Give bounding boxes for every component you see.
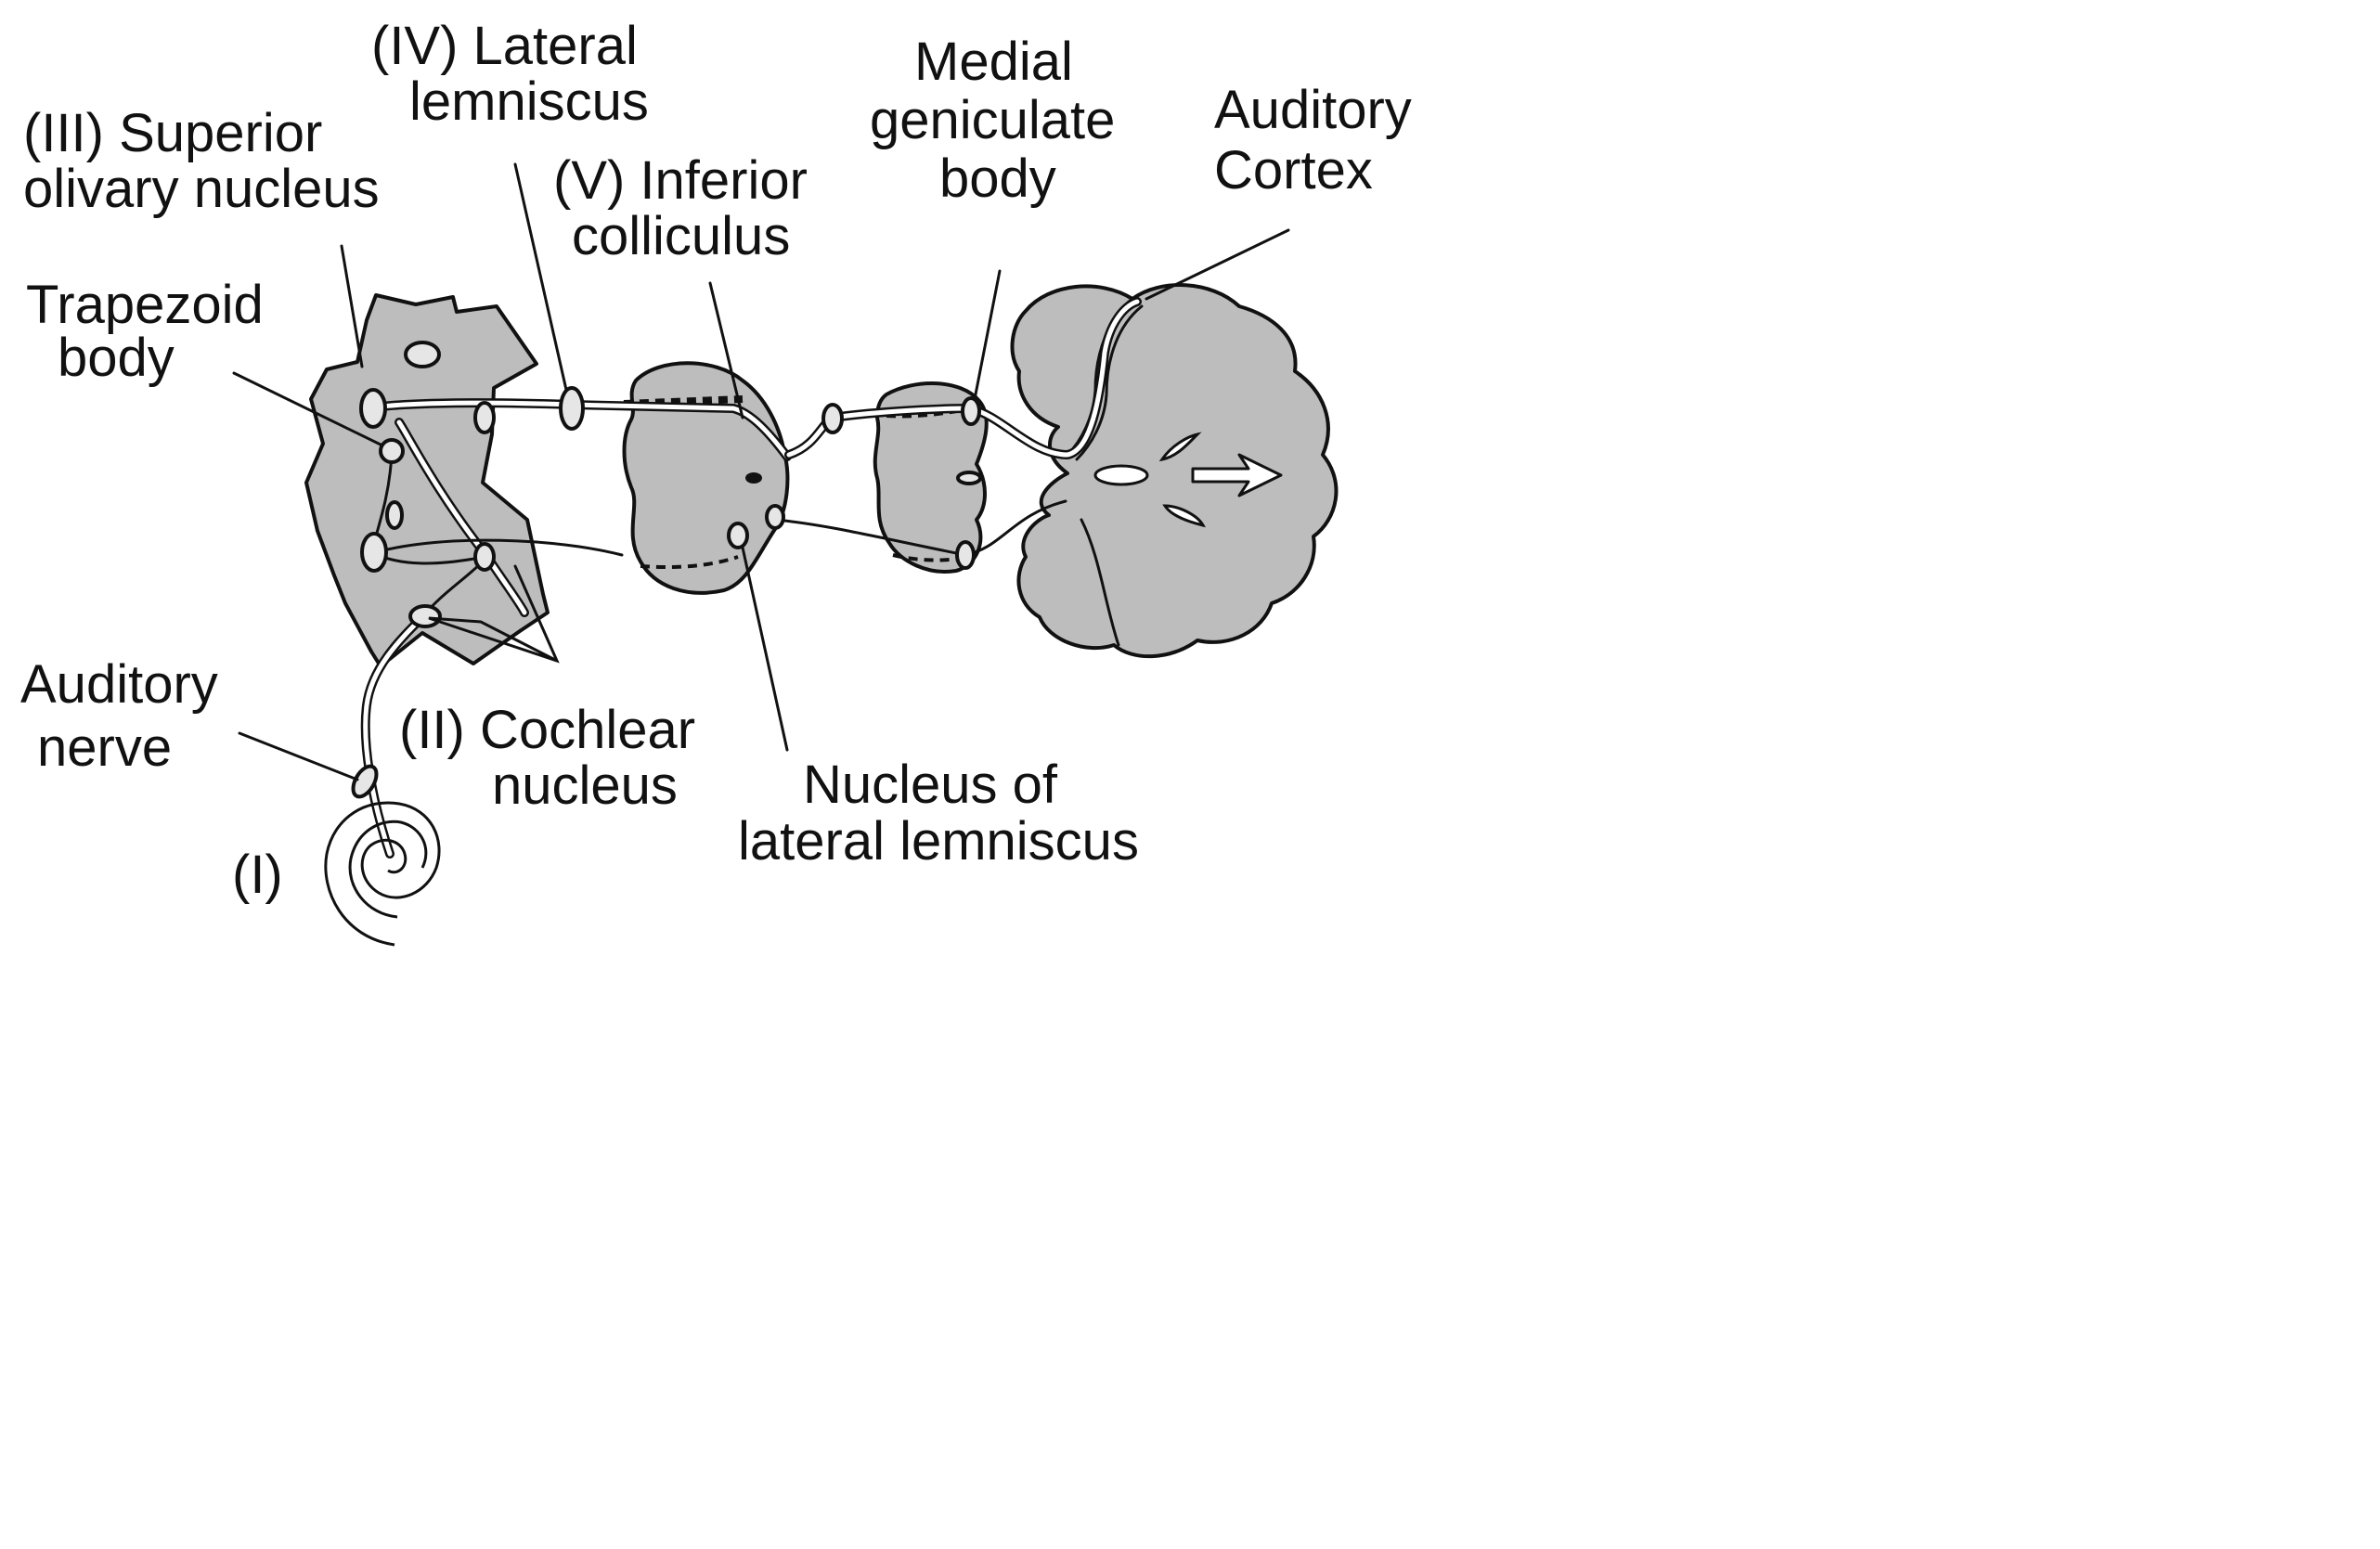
brainstem-right-node xyxy=(475,403,494,432)
leader-superior-olivary xyxy=(342,246,362,367)
label-trapezoid-body: Trapezoid body xyxy=(26,275,264,388)
svg-text:olivary nucleus: olivary nucleus xyxy=(23,159,380,219)
lateral-lemniscus-node xyxy=(561,388,583,429)
svg-text:Cortex: Cortex xyxy=(1214,140,1373,200)
medial-geniculate-node xyxy=(963,398,979,424)
svg-text:colliculus: colliculus xyxy=(572,206,790,266)
svg-text:(IV) Lateral: (IV) Lateral xyxy=(371,16,638,76)
svg-text:nucleus: nucleus xyxy=(492,755,678,816)
svg-text:Trapezoid: Trapezoid xyxy=(26,275,264,335)
svg-text:Auditory: Auditory xyxy=(1214,80,1412,140)
label-auditory-cortex: Auditory Cortex xyxy=(1214,80,1412,200)
leader-auditory-cortex xyxy=(1146,230,1288,299)
brainstem-mid-node xyxy=(387,502,402,528)
nucleus-lateral-lemniscus-node xyxy=(729,523,747,548)
svg-text:nerve: nerve xyxy=(37,717,172,778)
svg-text:lemniscus: lemniscus xyxy=(409,71,649,132)
ic-lower-node xyxy=(767,506,783,528)
svg-text:Medial: Medial xyxy=(914,32,1073,92)
auditory-pathway-diagram: (IV) Lateral lemniscus (III) Superior ol… xyxy=(0,0,1454,949)
brainstem-top-node xyxy=(406,342,439,367)
label-medial-geniculate-body: Medial geniculate body xyxy=(870,32,1115,209)
svg-text:(I): (I) xyxy=(232,845,283,905)
svg-text:lateral lemniscus: lateral lemniscus xyxy=(738,811,1139,871)
label-lateral-lemniscus: (IV) Lateral lemniscus xyxy=(371,16,649,132)
mgb-mid-node xyxy=(958,472,980,484)
trapezoid-body-node xyxy=(381,440,403,462)
label-inferior-colliculus: (V) Inferior colliculus xyxy=(553,150,808,266)
superior-olivary-node xyxy=(361,390,385,427)
svg-text:geniculate: geniculate xyxy=(870,90,1115,150)
svg-text:Nucleus of: Nucleus of xyxy=(803,755,1058,815)
label-cochlear-nucleus: (II) Cochlear nucleus xyxy=(399,700,695,816)
leader-nucleus-lateral-lemniscus xyxy=(743,548,787,750)
label-nucleus-lateral-lemniscus: Nucleus of lateral lemniscus xyxy=(738,755,1139,871)
label-superior-olivary-nucleus: (III) Superior olivary nucleus xyxy=(23,103,380,219)
leader-medial-geniculate xyxy=(975,271,1000,399)
ic-mgb-link-node xyxy=(823,405,842,432)
label-cochlea: (I) xyxy=(232,845,283,905)
brainstem-lower-right-node xyxy=(475,544,494,570)
leader-auditory-nerve xyxy=(239,733,357,780)
auditory-cortex-shape xyxy=(1013,285,1337,656)
brainstem-lower-left-node xyxy=(362,534,386,571)
cochlear-nucleus-node xyxy=(410,606,440,626)
svg-text:(III) Superior: (III) Superior xyxy=(23,103,322,163)
svg-text:(V) Inferior: (V) Inferior xyxy=(553,150,808,211)
svg-text:(II) Cochlear: (II) Cochlear xyxy=(399,700,695,760)
ventricle-left xyxy=(1095,466,1147,484)
mgb-lower-node xyxy=(957,542,974,568)
ic-dark-node xyxy=(745,472,762,484)
svg-text:body: body xyxy=(939,148,1056,209)
label-auditory-nerve: Auditory nerve xyxy=(20,654,218,778)
svg-text:body: body xyxy=(58,328,175,388)
cochlea-spiral-icon xyxy=(326,803,439,945)
svg-text:Auditory: Auditory xyxy=(20,654,218,715)
